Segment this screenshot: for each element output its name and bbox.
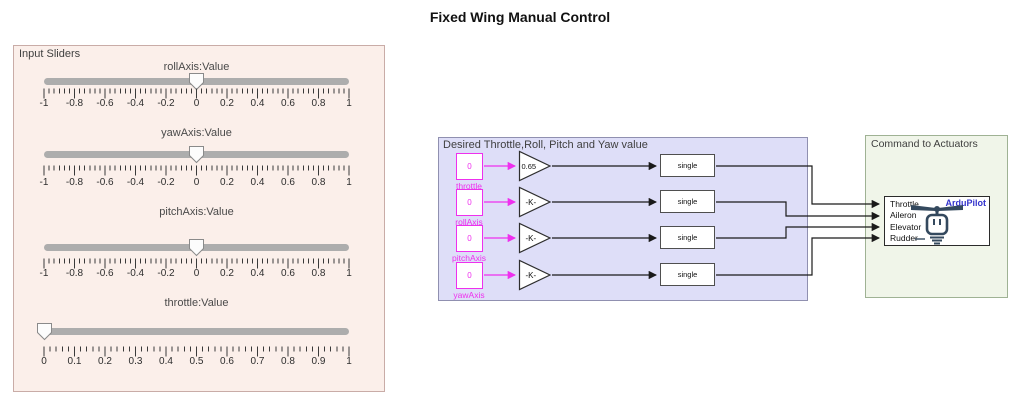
slider-tick-label: 0.3 (128, 356, 143, 367)
slider-tick-label: 0.7 (250, 356, 265, 367)
slider-tick-label: -1 (39, 268, 49, 279)
slider-tick-label: -0.2 (157, 177, 175, 188)
constant-block[interactable]: 0 (456, 225, 483, 252)
datatype-conversion-block[interactable]: single (660, 190, 715, 213)
slider-thumb[interactable] (188, 145, 205, 164)
slider-tick-label: 0 (193, 268, 200, 279)
slider-tick-label: -0.8 (65, 177, 84, 188)
port-rudder: Rudder (890, 233, 918, 243)
slider-thumb[interactable] (36, 322, 53, 341)
constant-label: pitchAxis (451, 253, 486, 263)
input-sliders-header: Input Sliders (19, 48, 81, 60)
gain-value: -K- (526, 234, 537, 243)
slider-tick-label: 0.6 (281, 268, 295, 279)
slider-label: pitchAxis:Value (159, 206, 234, 218)
slider-tick-label: -0.6 (96, 98, 114, 109)
slider-tick-label: 0.5 (189, 356, 204, 367)
slider-tick-label: -0.4 (126, 268, 145, 279)
ardupilot-label: ArduPilot (945, 198, 987, 208)
slider-tick-label: 0.6 (281, 98, 295, 109)
command-to-actuators-header: Command to Actuators (871, 138, 978, 150)
slider-tick-label: 0.1 (67, 356, 82, 367)
slider-tick-label: -0.4 (126, 98, 145, 109)
gain-block[interactable]: -K- (518, 259, 552, 291)
slider-track[interactable] (44, 328, 349, 335)
slider-tick-label: 0.6 (220, 356, 234, 367)
slider-tick-label: 0.4 (250, 268, 265, 279)
slider-tick-label: 0.9 (311, 356, 326, 367)
port-aileron: Aileron (890, 210, 917, 220)
slider-tick-label: 0 (41, 356, 47, 367)
gain-value: -K- (526, 198, 537, 207)
model-title: Fixed Wing Manual Control (429, 9, 611, 25)
constant-label: throttle (456, 181, 482, 191)
port-throttle: Throttle (890, 199, 919, 209)
slider-thumb[interactable] (188, 238, 205, 257)
gain-value: 0.65 (522, 162, 537, 171)
slider-tick-label: 1 (346, 356, 352, 367)
slider-ruler (42, 88, 352, 100)
slider-tick-label: -1 (39, 177, 49, 188)
slider-label: rollAxis:Value (163, 61, 230, 73)
gain-block[interactable]: -K- (518, 222, 552, 254)
slider-tick-label: -1 (39, 98, 49, 109)
slider-tick-label: 0.2 (220, 98, 234, 109)
slider-tick-label: 0.2 (220, 177, 234, 188)
slider-tick-label: -0.8 (65, 268, 84, 279)
gain-block[interactable]: 0.65 (518, 150, 552, 182)
slider-tick-label: -0.8 (65, 98, 84, 109)
slider-ruler (42, 258, 352, 270)
slider-thumb[interactable] (188, 72, 205, 91)
slider-tick-label: 0.4 (159, 356, 173, 367)
constant-label: yawAxis (453, 290, 485, 300)
datatype-conversion-block[interactable]: single (660, 154, 715, 177)
gain-value: -K- (526, 271, 537, 280)
datatype-conversion-block[interactable]: single (660, 263, 715, 286)
slider-tick-label: 0.8 (311, 98, 326, 109)
constant-block[interactable]: 0 (456, 153, 483, 180)
slider-tick-label: 0.4 (250, 177, 265, 188)
slider-tick-label: 0.8 (311, 177, 326, 188)
constant-label: rollAxis (455, 217, 483, 227)
slider-tick-label: -0.4 (126, 177, 145, 188)
slider-ruler (42, 165, 352, 177)
constant-block[interactable]: 0 (456, 189, 483, 216)
slider-tick-label: 1 (346, 177, 352, 188)
slider-tick-label: -0.6 (96, 268, 114, 279)
slider-label: throttle:Value (164, 297, 229, 309)
slider-tick-label: 0.4 (250, 98, 265, 109)
slider-ruler (42, 346, 352, 358)
slider-tick-label: -0.2 (157, 98, 175, 109)
slider-tick-label: 0 (193, 98, 200, 109)
desired-values-header: Desired Throttle,Roll, Pitch and Yaw val… (443, 139, 648, 151)
slider-tick-label: 0.2 (98, 356, 112, 367)
constant-block[interactable]: 0 (456, 262, 483, 289)
slider-tick-label: -0.6 (96, 177, 114, 188)
slider-tick-label: 0.8 (311, 268, 326, 279)
port-elevator: Elevator (890, 222, 922, 232)
slider-tick-label: 0.2 (220, 268, 234, 279)
drone-icon (911, 205, 963, 245)
datatype-conversion-block[interactable]: single (660, 226, 715, 249)
gain-block[interactable]: -K- (518, 186, 552, 218)
slider-tick-label: 1 (346, 268, 352, 279)
slider-tick-label: -0.2 (157, 268, 175, 279)
slider-label: yawAxis:Value (161, 127, 232, 139)
slider-tick-label: 0 (193, 177, 200, 188)
slider-tick-label: 0.8 (281, 356, 295, 367)
slider-tick-label: 1 (346, 98, 352, 109)
slider-tick-label: 0.6 (281, 177, 295, 188)
